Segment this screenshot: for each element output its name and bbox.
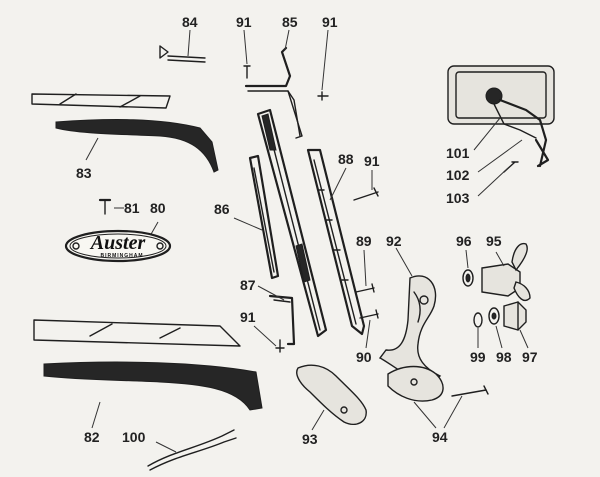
part-86-strip bbox=[248, 154, 280, 280]
callout-87: 87 bbox=[240, 277, 256, 293]
callout-101: 101 bbox=[446, 145, 470, 161]
part-84-wing-screw bbox=[159, 45, 206, 63]
part-86-blade bbox=[256, 108, 328, 338]
part-96-washer bbox=[462, 269, 474, 287]
callout-95: 95 bbox=[486, 233, 502, 249]
callout-91-d: 91 bbox=[240, 309, 256, 325]
callout-82: 82 bbox=[84, 429, 100, 445]
leader-91-a bbox=[243, 29, 248, 65]
part-97-nut bbox=[503, 301, 527, 331]
leader-89 bbox=[363, 249, 367, 287]
leader-83 bbox=[85, 137, 99, 161]
badge-city: BIRMINGHAM bbox=[100, 253, 143, 259]
leader-96 bbox=[465, 249, 469, 269]
callout-83: 83 bbox=[76, 165, 92, 181]
part-87-bracket bbox=[268, 294, 296, 346]
callout-81: 81 bbox=[124, 200, 140, 216]
callout-80: 80 bbox=[150, 200, 166, 216]
part-90-screw bbox=[359, 309, 379, 319]
part-88-channel bbox=[306, 148, 366, 336]
callout-103: 103 bbox=[446, 190, 470, 206]
part-89-screw bbox=[355, 283, 375, 293]
part-95-wing-nut bbox=[481, 242, 531, 302]
part-91-screw-low bbox=[275, 339, 285, 353]
callout-labels: 84 91 85 91 83 88 91 101 102 103 81 80 8… bbox=[76, 14, 538, 447]
part-103-screw bbox=[503, 161, 519, 173]
part-99-washer bbox=[473, 312, 483, 328]
leader-101 bbox=[473, 117, 501, 151]
leader-97 bbox=[519, 329, 529, 349]
part-91-screw-top-right bbox=[317, 91, 329, 101]
callout-86: 86 bbox=[214, 201, 230, 217]
callout-90: 90 bbox=[356, 349, 372, 365]
leader-95 bbox=[495, 251, 505, 267]
leader-100 bbox=[155, 441, 177, 453]
part-85-bracket bbox=[244, 46, 303, 139]
badge-brand: Auster bbox=[89, 232, 146, 254]
part-91-screw-mid bbox=[353, 187, 379, 201]
part-81-screw bbox=[98, 198, 112, 215]
part-94-base bbox=[387, 365, 489, 402]
leader-90 bbox=[365, 319, 371, 349]
leader-84 bbox=[187, 29, 191, 57]
callout-94: 94 bbox=[432, 429, 448, 445]
callout-97: 97 bbox=[522, 349, 538, 365]
callout-89: 89 bbox=[356, 233, 372, 249]
leader-103 bbox=[477, 167, 509, 197]
leader-92 bbox=[395, 247, 413, 277]
leader-88 bbox=[329, 167, 347, 201]
part-92-bracket bbox=[378, 275, 442, 385]
callout-92: 92 bbox=[386, 233, 402, 249]
callout-93: 93 bbox=[302, 431, 318, 447]
leader-86 bbox=[233, 217, 263, 231]
part-93-plate bbox=[296, 364, 367, 426]
callout-91-c: 91 bbox=[364, 153, 380, 169]
part-91-screw-top-left bbox=[243, 65, 251, 79]
part-100-cable bbox=[147, 429, 237, 471]
callout-84: 84 bbox=[182, 14, 198, 30]
callout-96: 96 bbox=[456, 233, 472, 249]
part-82-bumper-lower bbox=[33, 319, 263, 411]
leader-94-b bbox=[443, 395, 463, 429]
part-101-mirror bbox=[447, 65, 555, 168]
callout-91-b: 91 bbox=[322, 14, 338, 30]
part-80-badge: Auster BIRMINGHAM bbox=[64, 229, 172, 263]
leader-91-d bbox=[253, 325, 277, 347]
callout-102: 102 bbox=[446, 167, 470, 183]
callout-100: 100 bbox=[122, 429, 146, 445]
leader-98 bbox=[495, 325, 503, 349]
part-98-washer bbox=[488, 307, 500, 325]
leader-91-b bbox=[321, 29, 329, 91]
leader-93 bbox=[311, 409, 325, 431]
leader-87 bbox=[257, 285, 285, 301]
leader-85 bbox=[284, 29, 290, 51]
callout-88: 88 bbox=[338, 151, 354, 167]
callout-99: 99 bbox=[470, 349, 486, 365]
callout-91-a: 91 bbox=[236, 14, 252, 30]
leader-82 bbox=[91, 401, 101, 429]
part-83-bumper-upper bbox=[31, 93, 219, 173]
leader-94-a bbox=[413, 401, 437, 429]
leader-102 bbox=[477, 139, 523, 173]
callout-85: 85 bbox=[282, 14, 298, 30]
callout-98: 98 bbox=[496, 349, 512, 365]
